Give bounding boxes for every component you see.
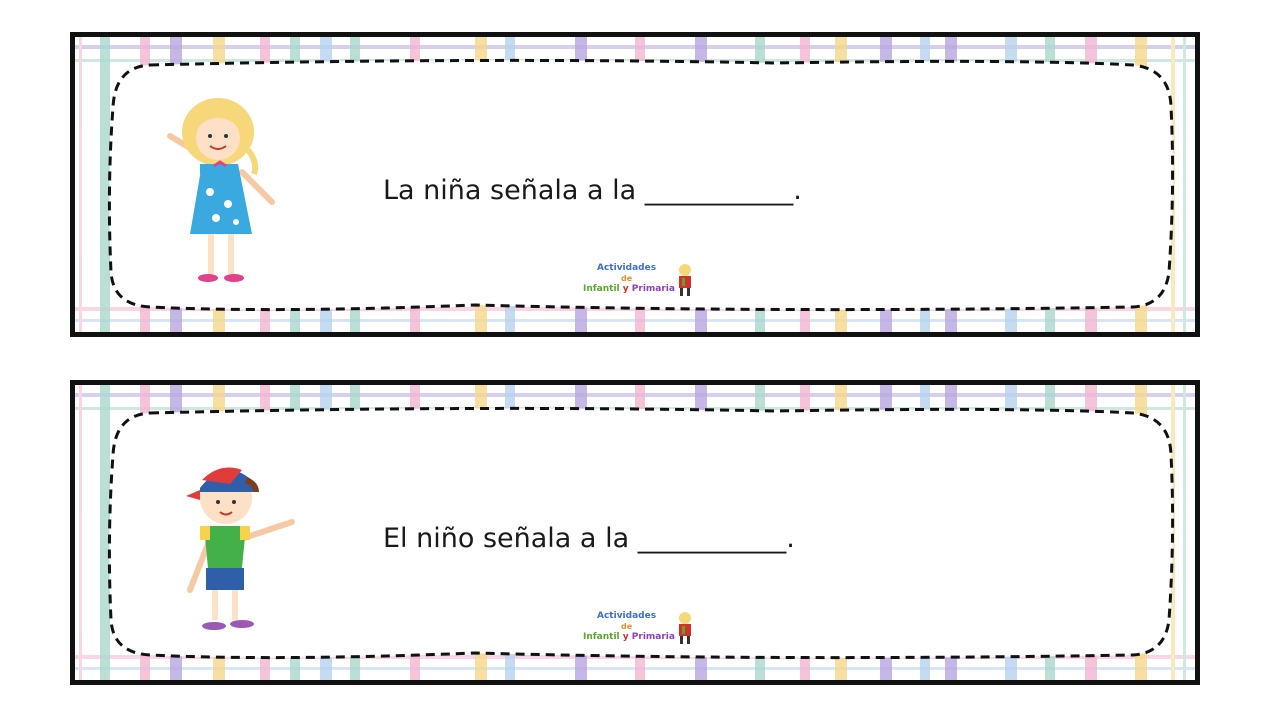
logo-word-infantil: Infantil <box>583 284 620 294</box>
logo-line-de: de <box>621 274 633 283</box>
logo-word-y: y <box>622 632 629 642</box>
actividades-logo: Actividades de Infantil y Primaria <box>583 611 703 657</box>
logo-mascot-icon <box>679 612 691 644</box>
sentence-text: La niña señala a la ___________. <box>383 175 802 206</box>
girl-pointing-illustration <box>167 98 275 282</box>
sentence-text: El niño señala a la ___________. <box>383 523 795 554</box>
plaid-stripes-background <box>75 37 1195 332</box>
logo-word-infantil: Infantil <box>583 632 620 642</box>
logo-word-primaria: Primaria <box>631 632 675 642</box>
boy-pointing-illustration <box>186 467 295 630</box>
exercise-card-boy: El niño señala a la ___________. Activid… <box>70 380 1200 685</box>
dashed-rounded-frame <box>107 406 1175 660</box>
logo-line-actividades: Actividades <box>597 611 657 621</box>
logo-word-y: y <box>622 284 629 294</box>
dashed-rounded-frame <box>107 58 1175 312</box>
logo-line-actividades: Actividades <box>597 263 657 273</box>
logo-mascot-icon <box>679 264 691 296</box>
logo-line-infantil-primaria: Infantil y Primaria <box>583 285 675 294</box>
logo-line-infantil-primaria: Infantil y Primaria <box>583 633 675 642</box>
logo-word-primaria: Primaria <box>631 284 675 294</box>
logo-line-de: de <box>621 622 633 631</box>
exercise-card-girl: La niña señala a la ___________. Activid… <box>70 32 1200 337</box>
actividades-logo: Actividades de Infantil y Primaria <box>583 263 703 309</box>
